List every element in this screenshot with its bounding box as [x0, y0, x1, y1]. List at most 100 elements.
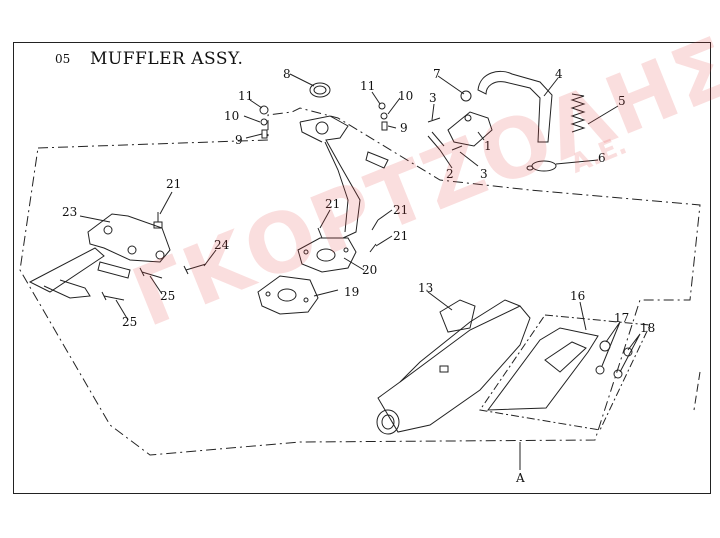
flange-bolt-hole-2	[343, 247, 349, 253]
pipe-flange-hole	[315, 121, 329, 135]
exhaust-pipe-part-20	[299, 115, 361, 239]
leader-3b	[459, 151, 479, 167]
callout-18: 18	[640, 321, 655, 335]
nut-part-7	[460, 90, 472, 102]
boundary-extension-right	[693, 371, 701, 411]
nut-part-11-left	[259, 105, 269, 115]
hose-part-4	[477, 70, 553, 143]
page-title: MUFFLER ASSY.	[90, 49, 244, 69]
muffler-tail-outlet-inner	[381, 414, 395, 430]
callout-17: 17	[614, 311, 629, 325]
muffler-mount-bracket	[439, 299, 476, 333]
leader-7	[437, 75, 465, 95]
leader-10a	[243, 115, 261, 123]
section-number: 05	[55, 52, 71, 66]
sub-boundary-heatshield	[479, 314, 651, 431]
muffler-badge	[439, 365, 449, 373]
callout-21-bracket: 21	[166, 177, 181, 191]
callout-a: A	[515, 471, 525, 485]
bolt-part-21b	[371, 219, 379, 231]
callout-25a: 25	[160, 289, 175, 303]
gasket-part-8	[309, 82, 331, 98]
callout-10a: 10	[224, 109, 239, 123]
callout-13: 13	[418, 281, 433, 295]
stud-part-9-right	[381, 121, 388, 131]
leader-11a	[249, 99, 263, 109]
gasket-part-19	[257, 275, 319, 315]
callout-10b: 10	[398, 89, 413, 103]
heat-shield-cutout	[544, 341, 587, 373]
leader-16	[579, 301, 587, 331]
leader-1	[477, 131, 485, 141]
callout-9b: 9	[400, 121, 408, 135]
leader-21b	[377, 209, 393, 221]
leader-9b	[387, 125, 397, 129]
bracket-strut	[97, 261, 131, 279]
screw-part-3b	[451, 145, 463, 151]
callout-11a: 11	[238, 89, 253, 103]
callout-24: 24	[214, 238, 230, 252]
clamp-part-6-tab	[526, 165, 534, 171]
leader-13	[427, 291, 453, 311]
leader-18	[619, 333, 641, 373]
leader-19	[313, 289, 339, 297]
bracket-part-23	[87, 213, 171, 263]
bolt-part-21a	[317, 227, 323, 239]
callout-5: 5	[618, 94, 626, 108]
callout-21a: 21	[325, 197, 340, 211]
spring-part-5	[570, 93, 586, 133]
muffler-top-edge	[399, 299, 521, 383]
callout-21b: 21	[393, 203, 408, 217]
pipe-part-2	[427, 131, 445, 151]
leader-10b	[387, 97, 401, 115]
valve-port	[464, 114, 472, 122]
leader-17	[601, 321, 621, 367]
leader-25a	[149, 275, 163, 295]
callout-8: 8	[283, 67, 291, 81]
callout-19: 19	[344, 285, 359, 299]
heat-shield-part-16	[486, 327, 599, 411]
pipe-bracket	[365, 151, 389, 169]
valve-assembly-part-1	[447, 111, 493, 147]
washer-part-10-right	[380, 112, 388, 120]
leader-8	[289, 73, 315, 87]
leader-24	[203, 249, 217, 267]
assembly-boundary	[19, 107, 701, 456]
flange-part-20	[297, 237, 357, 273]
nut-part-11-right	[378, 102, 386, 110]
callout-20: 20	[362, 263, 377, 277]
washer-part-10-left	[260, 118, 268, 126]
leader-6	[555, 159, 599, 165]
callout-16: 16	[570, 289, 585, 303]
callout-7: 7	[433, 67, 441, 81]
bracket-foot	[43, 279, 91, 299]
bolt-part-24	[183, 263, 207, 275]
bracket-hole-3	[155, 250, 165, 260]
gasket-part-8-inner	[313, 85, 327, 95]
gasket-19-hole-2	[303, 297, 309, 303]
bolt-part-21c	[369, 243, 377, 253]
flange-bolt-hole-1	[303, 249, 309, 255]
diagram-frame	[13, 42, 711, 494]
muffler-part-13	[377, 305, 531, 433]
callout-2: 2	[446, 167, 454, 181]
leader-20	[343, 257, 365, 271]
callout-23: 23	[62, 205, 77, 219]
callout-9a: 9	[235, 133, 243, 147]
washer-part-18b	[613, 369, 623, 379]
leader-4	[543, 77, 559, 97]
callout-11b: 11	[360, 79, 375, 93]
leader-21a	[319, 209, 331, 229]
leader-2	[439, 149, 453, 169]
callout-25b: 25	[122, 315, 137, 329]
callout-6: 6	[598, 151, 606, 165]
bolt-part-25b	[101, 291, 125, 301]
callout-21c: 21	[393, 229, 408, 243]
muffler-tail-outlet	[376, 409, 400, 435]
leader-23	[79, 215, 111, 223]
leader-9a	[245, 133, 263, 139]
screw-part-17b	[595, 365, 605, 375]
leader-3a	[431, 103, 435, 121]
bracket-hole-2	[127, 245, 137, 255]
